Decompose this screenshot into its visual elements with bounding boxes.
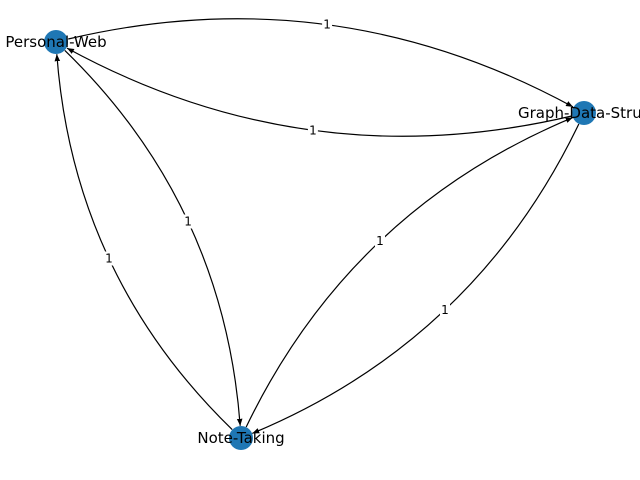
node-label-graph-data-struc: Graph-Data-Struc: [518, 104, 640, 122]
edge-label-personal-web-to-note-taking: 1: [184, 215, 192, 229]
edge-label-note-taking-to-personal-web: 1: [105, 252, 113, 266]
node-note-taking: [229, 426, 253, 450]
node-personal-web: [44, 30, 68, 54]
edge-label-bg-note-taking-to-graph-data-struc: [375, 234, 385, 249]
edge-label-bg-graph-data-struc-to-personal-web: [307, 123, 318, 138]
nodes-layer: [44, 30, 596, 450]
edge-graph-data-struc-to-personal-web: [66, 47, 572, 137]
edge-personal-web-to-graph-data-struc: [68, 18, 574, 108]
edge-label-bg-note-taking-to-personal-web: [103, 251, 114, 266]
edge-labels-layer: 1 1 1 1 1 1: [103, 17, 450, 317]
edge-graph-data-struc-to-note-taking: [252, 123, 580, 434]
edge-label-graph-data-struc-to-note-taking: 1: [441, 303, 449, 317]
edge-note-taking-to-graph-data-struc: [245, 117, 573, 428]
node-label-note-taking: Note-Taking: [197, 429, 284, 447]
edge-label-bg-personal-web-to-graph-data-struc: [322, 17, 333, 32]
edge-personal-web-to-note-taking: [64, 49, 243, 426]
edge-note-taking-to-personal-web: [54, 54, 233, 431]
edge-label-bg-graph-data-struc-to-note-taking: [440, 302, 450, 317]
edge-label-graph-data-struc-to-personal-web: 1: [309, 123, 317, 137]
edge-label-personal-web-to-graph-data-struc: 1: [323, 18, 331, 32]
edge-label-note-taking-to-graph-data-struc: 1: [376, 234, 384, 248]
edges-layer: [54, 18, 580, 434]
node-label-personal-web: Personal-Web: [5, 33, 106, 51]
node-graph-data-struc: [572, 101, 596, 125]
edge-label-bg-personal-web-to-note-taking: [183, 214, 194, 229]
